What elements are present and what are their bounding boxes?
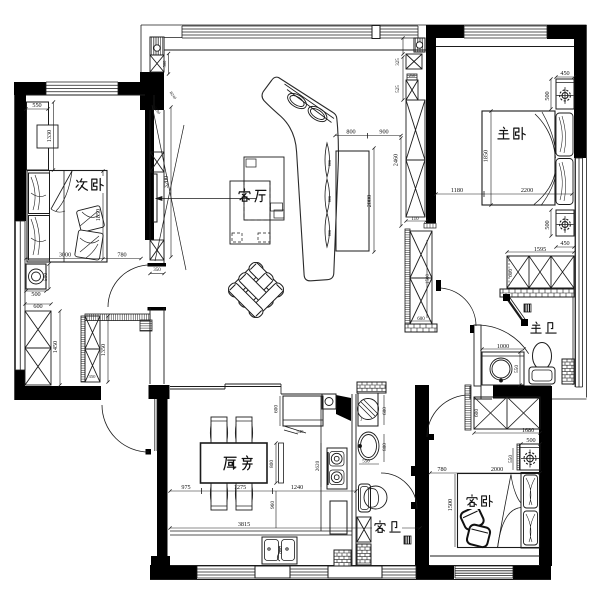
svg-text:900: 900 <box>379 129 388 136</box>
svg-text:500: 500 <box>526 437 535 444</box>
svg-text:2460: 2460 <box>393 154 400 166</box>
svg-text:450: 450 <box>560 70 569 77</box>
svg-text:1850: 1850 <box>95 209 102 221</box>
svg-text:1595: 1595 <box>534 246 546 253</box>
svg-text:900: 900 <box>327 196 332 202</box>
svg-text:600: 600 <box>417 317 425 322</box>
svg-text:2000: 2000 <box>366 195 373 207</box>
svg-text:1450: 1450 <box>52 341 59 353</box>
svg-text:1350: 1350 <box>100 344 107 356</box>
svg-text:1500: 1500 <box>426 274 431 285</box>
svg-text:525: 525 <box>396 85 401 93</box>
svg-text:900: 900 <box>327 160 332 166</box>
svg-text:1680: 1680 <box>522 427 534 434</box>
svg-text:960: 960 <box>270 501 276 509</box>
svg-text:3000: 3000 <box>59 252 71 259</box>
svg-text:J: J <box>360 417 362 422</box>
svg-text:500: 500 <box>544 91 551 100</box>
svg-text:500: 500 <box>43 273 49 281</box>
svg-text:3200: 3200 <box>163 176 170 188</box>
svg-text:900: 900 <box>327 230 332 236</box>
svg-text:3815: 3815 <box>238 521 250 528</box>
svg-text:600: 600 <box>474 409 480 417</box>
svg-text:550: 550 <box>508 455 514 463</box>
svg-text:B280: B280 <box>153 105 162 115</box>
svg-text:1330: 1330 <box>46 130 53 142</box>
svg-text:350: 350 <box>153 268 161 273</box>
svg-text:1000: 1000 <box>497 343 509 350</box>
svg-text:550: 550 <box>362 460 370 465</box>
svg-text:550: 550 <box>32 102 41 109</box>
svg-text:600: 600 <box>508 269 514 277</box>
svg-text:2620: 2620 <box>315 460 321 471</box>
svg-text:500: 500 <box>544 220 551 229</box>
svg-text:600: 600 <box>33 303 42 310</box>
svg-text:540: 540 <box>297 429 305 434</box>
svg-text:800: 800 <box>382 443 388 451</box>
svg-text:600: 600 <box>274 405 280 413</box>
svg-text:600: 600 <box>382 407 388 415</box>
svg-text:1240: 1240 <box>291 484 303 491</box>
svg-text:800: 800 <box>269 460 275 468</box>
svg-text:350: 350 <box>89 374 97 379</box>
svg-text:500: 500 <box>31 291 40 298</box>
svg-text:1850: 1850 <box>483 150 490 162</box>
svg-text:500: 500 <box>162 60 167 68</box>
svg-text:550: 550 <box>514 365 520 373</box>
svg-text:1500: 1500 <box>447 499 454 511</box>
svg-text:1180: 1180 <box>451 187 463 194</box>
svg-text:110: 110 <box>411 217 419 222</box>
svg-text:1275: 1275 <box>234 484 246 491</box>
svg-text:B240: B240 <box>169 90 178 100</box>
svg-text:600: 600 <box>279 546 284 554</box>
svg-text:975: 975 <box>181 484 190 491</box>
svg-text:250: 250 <box>409 73 416 78</box>
svg-text:780: 780 <box>437 466 446 473</box>
svg-text:800: 800 <box>346 129 355 136</box>
svg-text:450: 450 <box>560 240 569 247</box>
svg-text:2000: 2000 <box>491 466 503 473</box>
svg-text:780: 780 <box>117 252 126 259</box>
svg-text:325: 325 <box>396 58 401 66</box>
svg-text:2200: 2200 <box>521 187 533 194</box>
